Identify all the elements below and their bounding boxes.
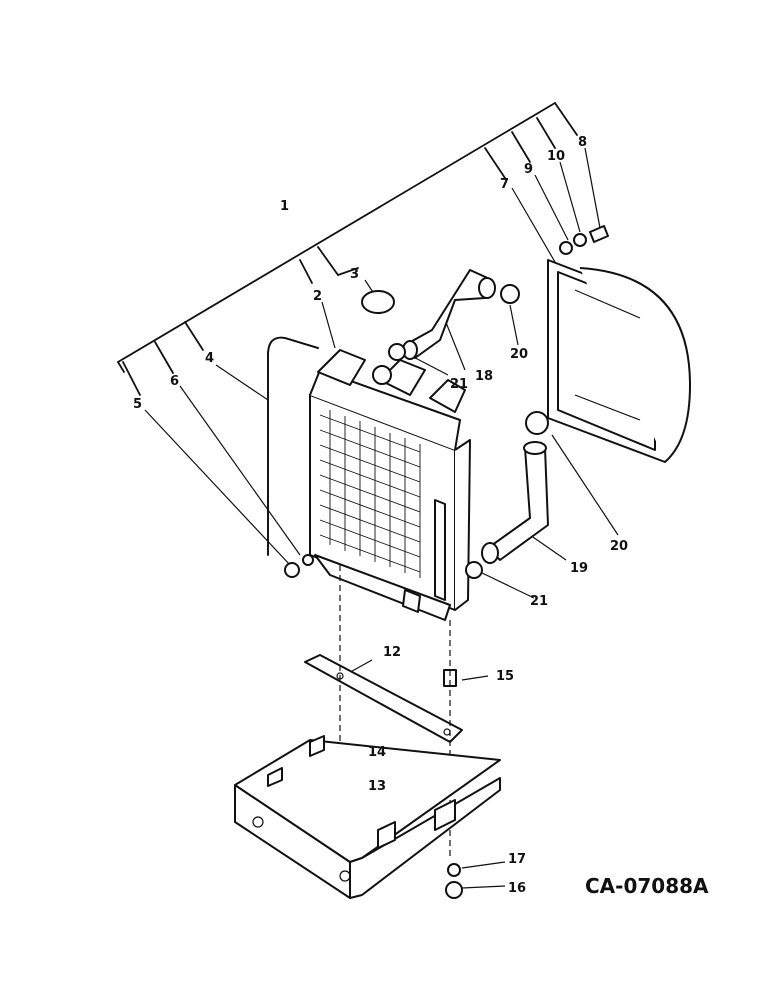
callout-17: 17 bbox=[508, 852, 526, 867]
radiator-fins bbox=[319, 410, 421, 578]
callout-16: 16 bbox=[508, 881, 526, 896]
fan-shroud-part bbox=[547, 259, 691, 463]
callout-3: 3 bbox=[350, 267, 359, 282]
callout-6: 6 bbox=[170, 374, 179, 389]
radiator-assembly bbox=[309, 349, 471, 621]
callout-9: 9 bbox=[524, 162, 533, 177]
mount-bolt-part bbox=[443, 669, 457, 687]
callout-13: 13 bbox=[368, 779, 386, 794]
lower-hose-part bbox=[481, 441, 549, 564]
radiator-cap-part bbox=[361, 290, 395, 314]
drain-plug-part bbox=[284, 562, 300, 578]
hose-clamp-lower-part bbox=[525, 411, 549, 435]
callout-7: 7 bbox=[500, 177, 509, 192]
callout-4: 4 bbox=[205, 351, 214, 366]
callout-10: 10 bbox=[547, 149, 565, 164]
hose-clamp-lower-radiator-part bbox=[465, 561, 483, 579]
callout-5: 5 bbox=[133, 397, 142, 412]
callout-20-lower: 20 bbox=[610, 539, 628, 554]
mount-nut-16-part bbox=[445, 881, 463, 899]
shroud-washer-10-part bbox=[573, 233, 587, 247]
callout-20-upper: 20 bbox=[510, 347, 528, 362]
callout-14: 14 bbox=[368, 745, 386, 760]
callout-21-lower: 21 bbox=[530, 594, 548, 609]
callout-18: 18 bbox=[475, 369, 493, 384]
callout-21-upper: 21 bbox=[450, 377, 468, 392]
callout-1: 1 bbox=[280, 199, 289, 214]
callout-12: 12 bbox=[383, 645, 401, 660]
callout-19: 19 bbox=[570, 561, 588, 576]
hose-clamp-upper-part bbox=[500, 284, 520, 304]
shroud-washer-9-part bbox=[559, 241, 573, 255]
drawing-code: CA-07088A bbox=[585, 874, 709, 898]
callout-15: 15 bbox=[496, 669, 514, 684]
callout-labels: 1 2 3 4 5 6 7 8 9 10 12 13 14 15 16 17 1… bbox=[133, 135, 628, 896]
mount-washer-17-part bbox=[447, 863, 461, 877]
callout-8: 8 bbox=[578, 135, 587, 150]
upper-hose-part bbox=[402, 269, 496, 360]
shroud-bolt-part bbox=[589, 225, 609, 243]
mounting-bar-part bbox=[304, 654, 463, 743]
callout-2: 2 bbox=[313, 289, 322, 304]
hose-clamp-upper-radiator-part bbox=[388, 343, 406, 361]
support-frame bbox=[234, 735, 501, 899]
drain-washer-part bbox=[302, 554, 314, 566]
